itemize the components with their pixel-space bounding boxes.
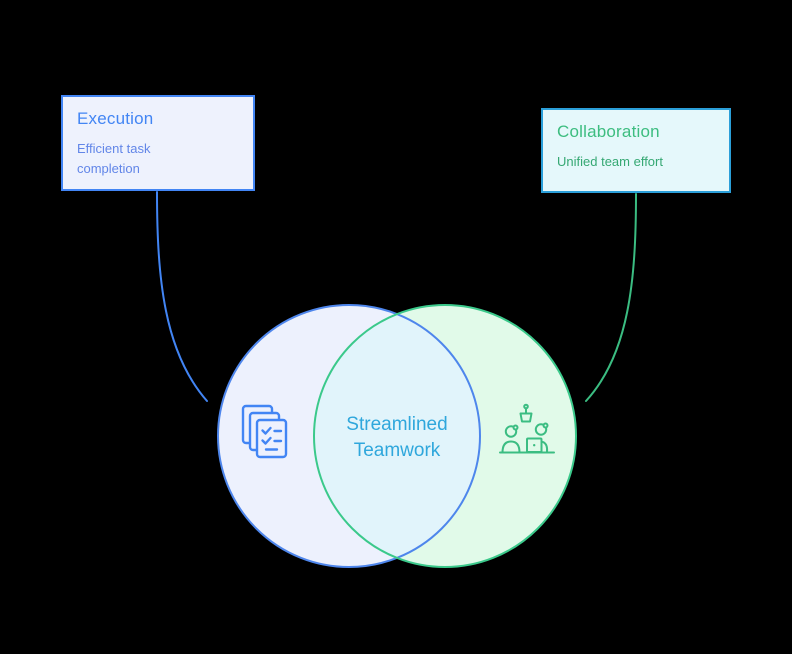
collaboration-title: Collaboration xyxy=(557,122,660,141)
collaboration-connector-line xyxy=(585,193,637,402)
collaboration-subtitle: Unified team effort xyxy=(557,154,663,169)
execution-connector-line xyxy=(156,191,208,402)
collaboration-circle-outline xyxy=(313,304,577,568)
overlap-region[interactable] xyxy=(314,305,576,567)
overlap-label: Streamlined Teamwork xyxy=(346,414,448,461)
execution-node[interactable]: Execution Efficient task completion xyxy=(61,95,255,191)
collaboration-node[interactable]: Collaboration Unified team effort xyxy=(541,108,731,193)
execution-subtitle: Efficient task completion xyxy=(77,141,151,176)
execution-title: Execution xyxy=(77,109,154,128)
task-documents-icon xyxy=(241,404,288,459)
team-meeting-icon xyxy=(499,403,555,454)
execution-circle-outline xyxy=(217,304,481,568)
